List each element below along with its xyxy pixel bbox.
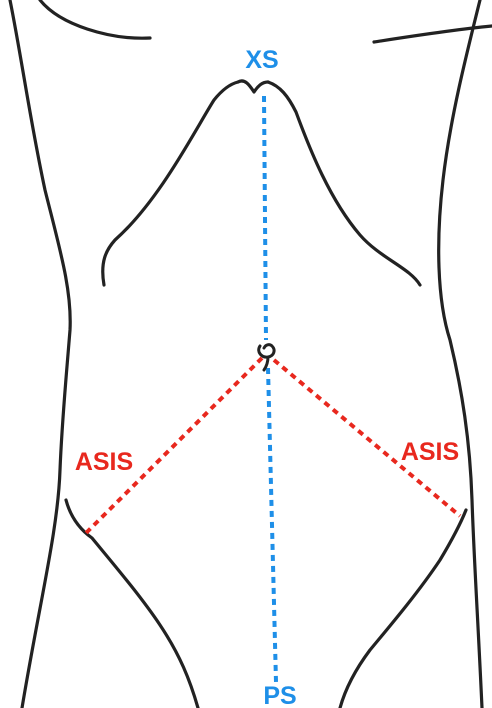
asis-left-line (86, 358, 262, 533)
midline (264, 96, 276, 682)
midline-lower-segment (268, 368, 276, 682)
midline-upper-segment (264, 96, 266, 340)
asis-left-label: ASIS (75, 448, 133, 476)
right-costal-margin (268, 82, 420, 285)
left-shoulder-line (40, 0, 150, 38)
torso-outline (10, 0, 492, 708)
left-costal-margin (103, 82, 238, 285)
xs-label: XS (245, 46, 278, 74)
asis-right-label: ASIS (401, 438, 459, 466)
right-flank-line (439, 0, 482, 708)
ps-label: PS (263, 682, 296, 708)
xiphoid-notch (238, 81, 268, 92)
left-flank-line (10, 0, 70, 708)
right-inguinal-line (340, 510, 466, 708)
